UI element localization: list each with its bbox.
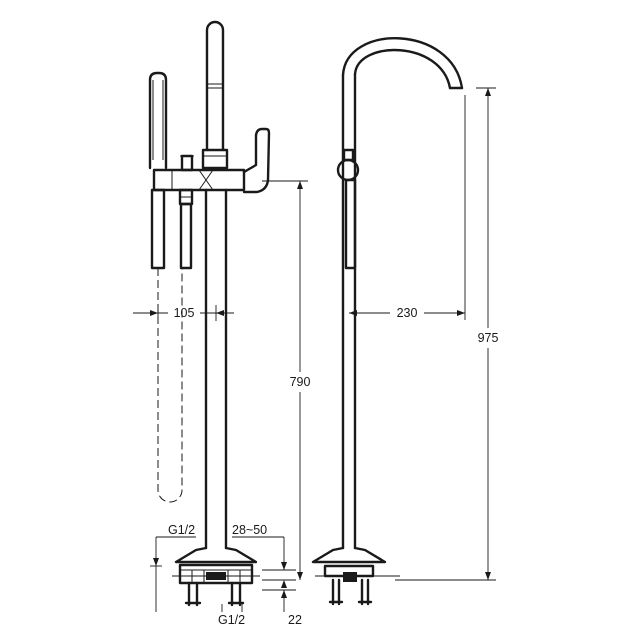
dim-spout-reach: 230 xyxy=(397,306,418,320)
front-lever-handle xyxy=(205,20,225,152)
front-view xyxy=(148,20,271,607)
dim-inlet-top: G1/2 xyxy=(168,523,195,537)
side-view xyxy=(311,37,464,606)
dim-floor-gap: 22 xyxy=(288,613,302,627)
side-handset-holder xyxy=(336,158,360,182)
dim-total-height: 975 xyxy=(478,331,499,345)
front-mount-box xyxy=(178,563,254,585)
front-base-cone xyxy=(174,546,258,564)
front-side-lever xyxy=(242,127,271,194)
front-handset xyxy=(148,71,168,170)
front-mixer-body xyxy=(152,168,246,192)
dim-outlet-height: 790 xyxy=(290,375,311,389)
side-inlet-pipes xyxy=(331,578,370,606)
front-diverter-knob xyxy=(180,154,194,172)
dim-inlet-bottom: G1/2 xyxy=(218,613,245,627)
front-mixer-cartridge xyxy=(201,148,229,170)
dim-adjust-range: 28~50 xyxy=(232,523,267,537)
dim-handset-offset: 105 xyxy=(174,306,195,320)
side-spout-outer xyxy=(341,37,464,90)
side-base-cone xyxy=(311,546,387,564)
side-spout-inner xyxy=(353,48,452,90)
side-handset xyxy=(344,178,357,270)
front-inlet-pipes xyxy=(187,581,242,607)
front-hose-loop xyxy=(157,268,183,503)
dimension-lines: 105 230 790 975 G1/2 G1/2 xyxy=(133,87,499,627)
